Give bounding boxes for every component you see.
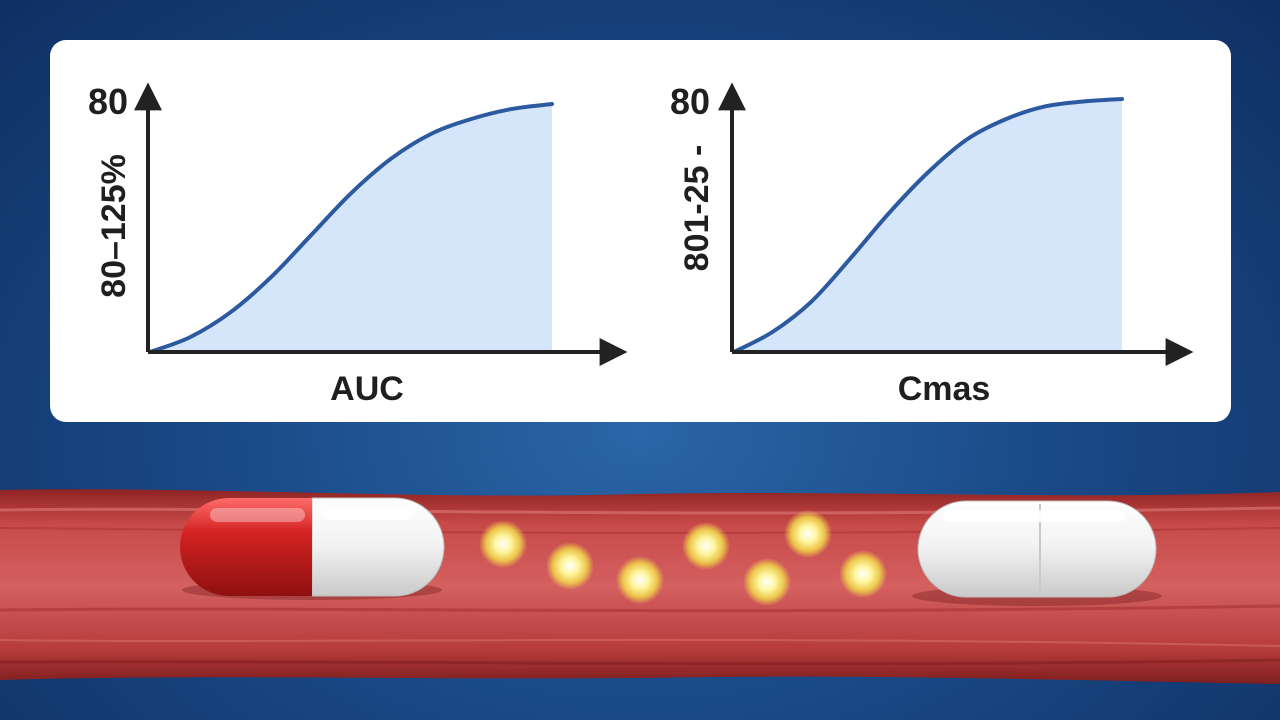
auc-y-top-label: 80 <box>88 81 128 122</box>
drug-particle <box>616 556 664 604</box>
drug-particle <box>479 520 527 568</box>
cmax-area-fill <box>734 99 1122 352</box>
cmax-chart: 80 801-25 - Cmas <box>670 81 1194 408</box>
auc-y-axis-label: 80–125% <box>95 154 133 298</box>
cmax-y-top-label: 80 <box>670 81 710 122</box>
drug-particle <box>839 550 887 598</box>
cmax-x-axis-label: Cmas <box>898 370 991 408</box>
drug-particle <box>743 558 791 606</box>
white-capsule <box>912 500 1162 606</box>
auc-curve <box>148 102 554 354</box>
drug-particle <box>784 510 832 558</box>
drug-particles <box>479 510 887 606</box>
cmax-y-axis-label: 801-25 - <box>678 145 716 272</box>
red-white-capsule <box>180 497 445 600</box>
auc-chart: 80 80–125% AUC <box>88 81 628 408</box>
auc-x-axis-label: AUC <box>330 370 404 408</box>
drug-particle <box>682 522 730 570</box>
drug-particle <box>546 542 594 590</box>
cmax-curve <box>732 97 1124 354</box>
auc-area-fill <box>150 104 552 352</box>
